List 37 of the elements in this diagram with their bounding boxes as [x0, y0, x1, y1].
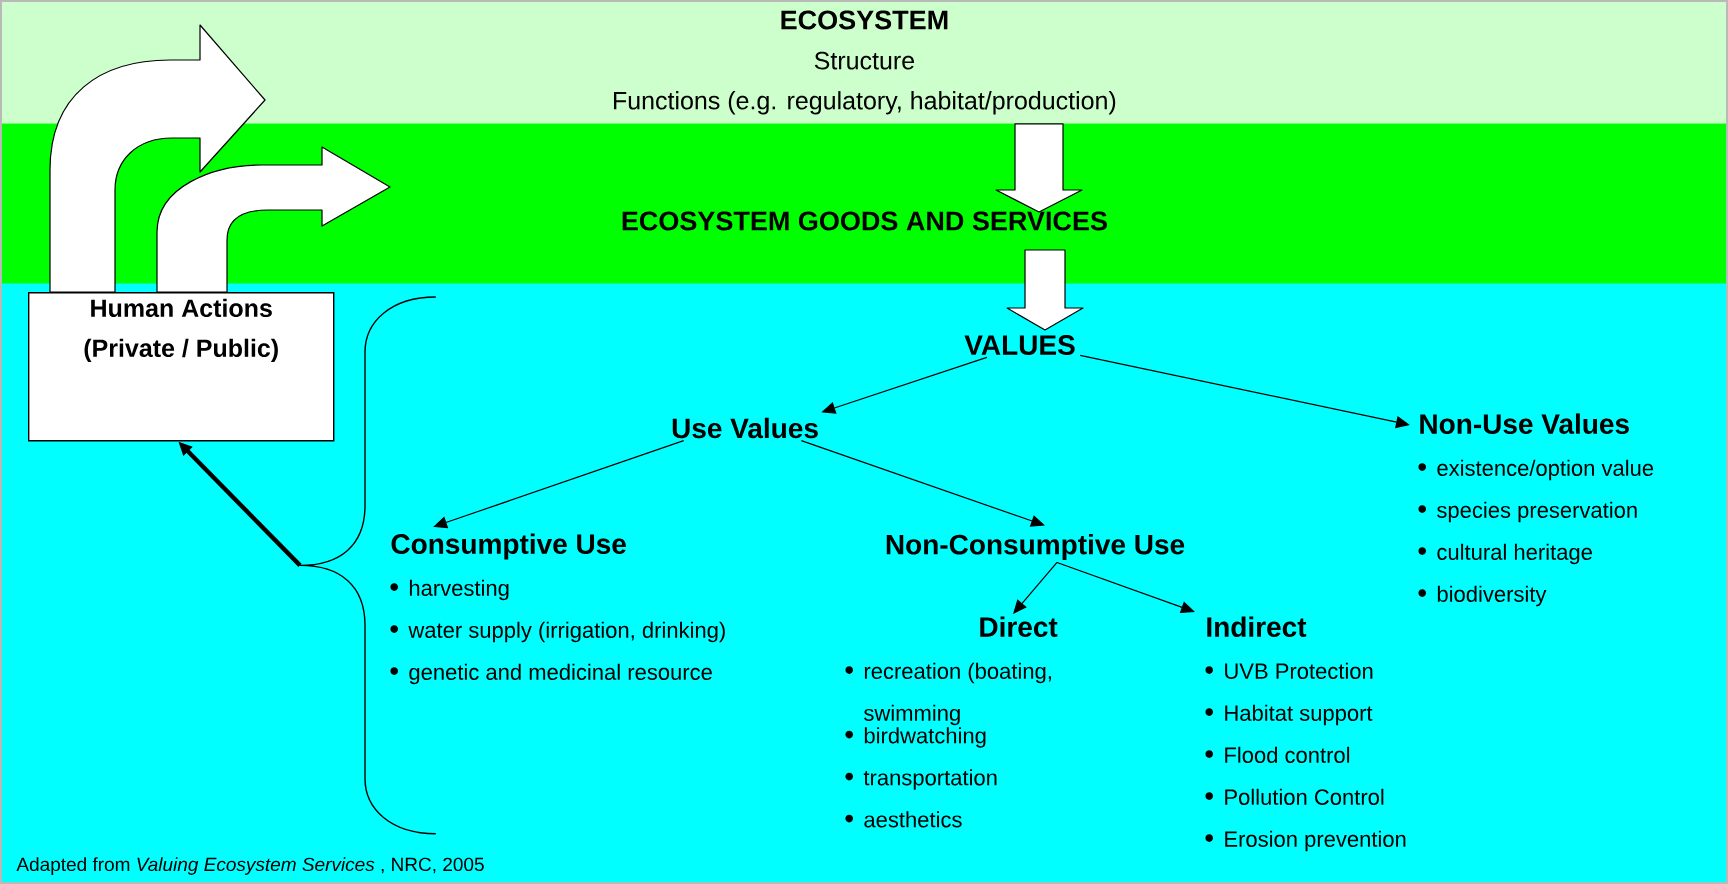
band: ECOSYSTEM Structure Functions (e.g. regulatory, habitat/production)	[0, 0, 1728, 124]
node-label: birdwatching	[864, 727, 986, 748]
actor-box: Human Actions (Private / Public)	[28, 292, 335, 442]
arrow	[433, 440, 685, 529]
node-label: genetic and medicinal resource	[409, 663, 712, 685]
node-label: Flood control	[1225, 746, 1350, 763]
node-label: water supply (irrigation, drinking)	[408, 621, 725, 643]
arrow	[1013, 561, 1058, 614]
value-list: Indirect UVB Protection Habitat support Flood control Pollution Control Erosion prevention	[1205, 616, 1406, 852]
node-label: aesthetics	[864, 811, 962, 828]
heading: VALUES	[964, 335, 1075, 355]
block-arrow	[156, 146, 391, 293]
node-label: recreation (boating, swimming	[864, 662, 1051, 726]
node-label: UVB Protection	[1225, 662, 1373, 679]
caption: Adapted from Valuing Ecosystem Services , NRC, 2005	[16, 857, 484, 875]
node-label: Habitat support	[1225, 704, 1373, 726]
value-list: Consumptive Use harvesting water supply (irrigation, drinking) genetic and medicinal resource	[390, 533, 725, 685]
node-label: existence/option value	[1437, 459, 1654, 481]
node-label: transportation	[863, 769, 997, 790]
block-arrow	[49, 24, 266, 293]
block-arrow	[1006, 249, 1084, 331]
node-label: biodiversity	[1437, 585, 1547, 607]
node-label: Consumptive Use	[391, 533, 626, 560]
node-label: Non-Use Values	[1420, 413, 1629, 434]
heading: Use Values	[672, 417, 818, 439]
node-label: cultural heritage	[1437, 543, 1592, 565]
value-list: Non-Use Values existence/option value species preservation cultural heritage biodiversity	[1418, 413, 1654, 607]
node-label: harvesting	[409, 579, 509, 601]
node-label: species preservation	[1437, 501, 1637, 523]
value-list: Direct recreation (boating, swimming birdwatching transportation aesthetics	[845, 616, 1058, 828]
block-arrow	[995, 123, 1083, 213]
node-label: Direct	[980, 616, 1058, 637]
arrow	[800, 440, 1045, 527]
node-label: Pollution Control	[1225, 788, 1384, 805]
node-label: Indirect	[1207, 616, 1307, 637]
heading: Non-Consumptive Use	[886, 533, 1185, 561]
node-label: Erosion prevention	[1225, 830, 1406, 852]
